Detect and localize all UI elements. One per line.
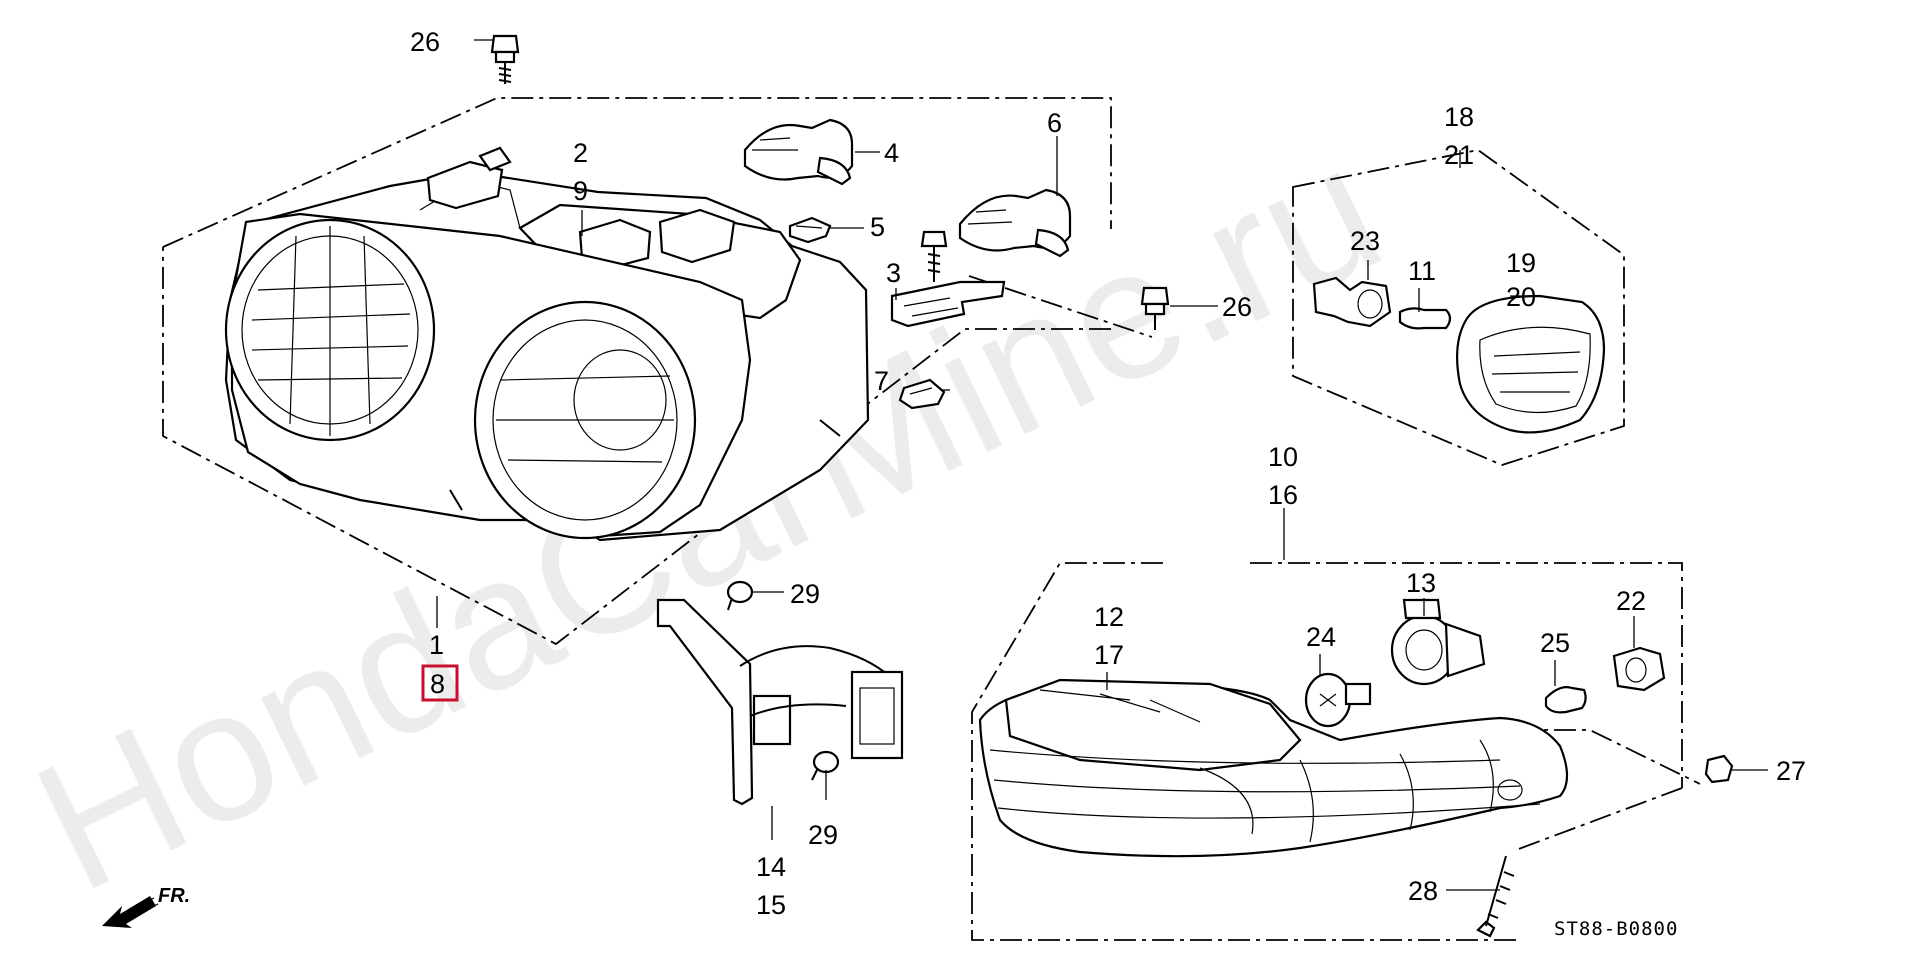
bulb-6[interactable] <box>958 188 1072 258</box>
callout-22[interactable]: 22 <box>1616 586 1646 616</box>
nut-27[interactable] <box>1704 754 1734 784</box>
socket-22[interactable] <box>1612 646 1666 692</box>
side-marker-lamp[interactable] <box>1456 294 1606 434</box>
callout-24[interactable]: 24 <box>1306 622 1336 652</box>
callout-7[interactable]: 7 <box>874 366 889 396</box>
callout-25[interactable]: 25 <box>1540 628 1570 658</box>
socket-13[interactable] <box>1390 598 1486 686</box>
callout-29-bottom[interactable]: 29 <box>808 820 838 850</box>
callout-28[interactable]: 28 <box>1408 876 1438 906</box>
headlight-assembly[interactable] <box>224 146 870 542</box>
callout-4[interactable]: 4 <box>884 138 899 168</box>
callout-27[interactable]: 27 <box>1776 756 1806 786</box>
callout-19[interactable]: 19 <box>1506 248 1536 278</box>
highlight-box-8 <box>421 664 459 702</box>
bulb-24[interactable] <box>1304 672 1372 728</box>
callout-20[interactable]: 20 <box>1506 282 1536 312</box>
callout-26-right[interactable]: 26 <box>1222 292 1252 322</box>
callout-18[interactable]: 18 <box>1444 102 1474 132</box>
nut-7[interactable] <box>898 378 946 410</box>
leader-lines <box>436 39 1768 891</box>
callouts: 26 2 9 4 5 6 3 7 26 18 21 23 11 19 20 10… <box>410 27 1806 920</box>
callout-23[interactable]: 23 <box>1350 226 1380 256</box>
bolt-26-top[interactable] <box>490 34 520 84</box>
diagram-code: ST88-B0800 <box>1554 918 1678 940</box>
callout-12[interactable]: 12 <box>1094 602 1124 632</box>
turn-signal-group-outline <box>971 562 1701 941</box>
callout-17[interactable]: 17 <box>1094 640 1124 670</box>
headlight-group-outline <box>162 97 1153 646</box>
callout-21[interactable]: 21 <box>1444 140 1474 170</box>
callout-6[interactable]: 6 <box>1047 108 1062 138</box>
front-direction-indicator: FR. <box>102 885 190 928</box>
callout-13[interactable]: 13 <box>1406 568 1436 598</box>
bolt-26-right[interactable] <box>1140 286 1170 330</box>
callout-10[interactable]: 10 <box>1268 442 1298 472</box>
turn-signal-lamp[interactable] <box>978 678 1569 858</box>
callout-2[interactable]: 2 <box>573 138 588 168</box>
callout-26-top[interactable]: 26 <box>410 27 440 57</box>
front-label: FR. <box>158 885 190 907</box>
callout-14[interactable]: 14 <box>756 852 786 882</box>
screw-28[interactable] <box>1476 855 1515 938</box>
callout-15[interactable]: 15 <box>756 890 786 920</box>
callout-29-top[interactable]: 29 <box>790 579 820 609</box>
callout-16[interactable]: 16 <box>1268 480 1298 510</box>
clip-5[interactable] <box>788 216 832 244</box>
callout-9[interactable]: 9 <box>573 176 588 206</box>
clip-29-bottom[interactable] <box>811 750 840 781</box>
callout-8[interactable]: 8 <box>430 669 445 699</box>
bulb-25[interactable] <box>1544 686 1587 714</box>
bolt-near-3[interactable] <box>920 230 948 282</box>
bulb-4[interactable] <box>743 118 854 186</box>
bulb-11[interactable] <box>1398 307 1452 330</box>
bracket-14[interactable] <box>656 598 904 806</box>
callout-5[interactable]: 5 <box>870 212 885 242</box>
callout-1[interactable]: 1 <box>429 630 444 660</box>
callout-3[interactable]: 3 <box>886 258 901 288</box>
callout-11[interactable]: 11 <box>1408 256 1436 286</box>
socket-23[interactable] <box>1312 276 1392 328</box>
bracket-3[interactable] <box>890 280 1006 328</box>
side-marker-group-outline <box>1292 149 1625 466</box>
